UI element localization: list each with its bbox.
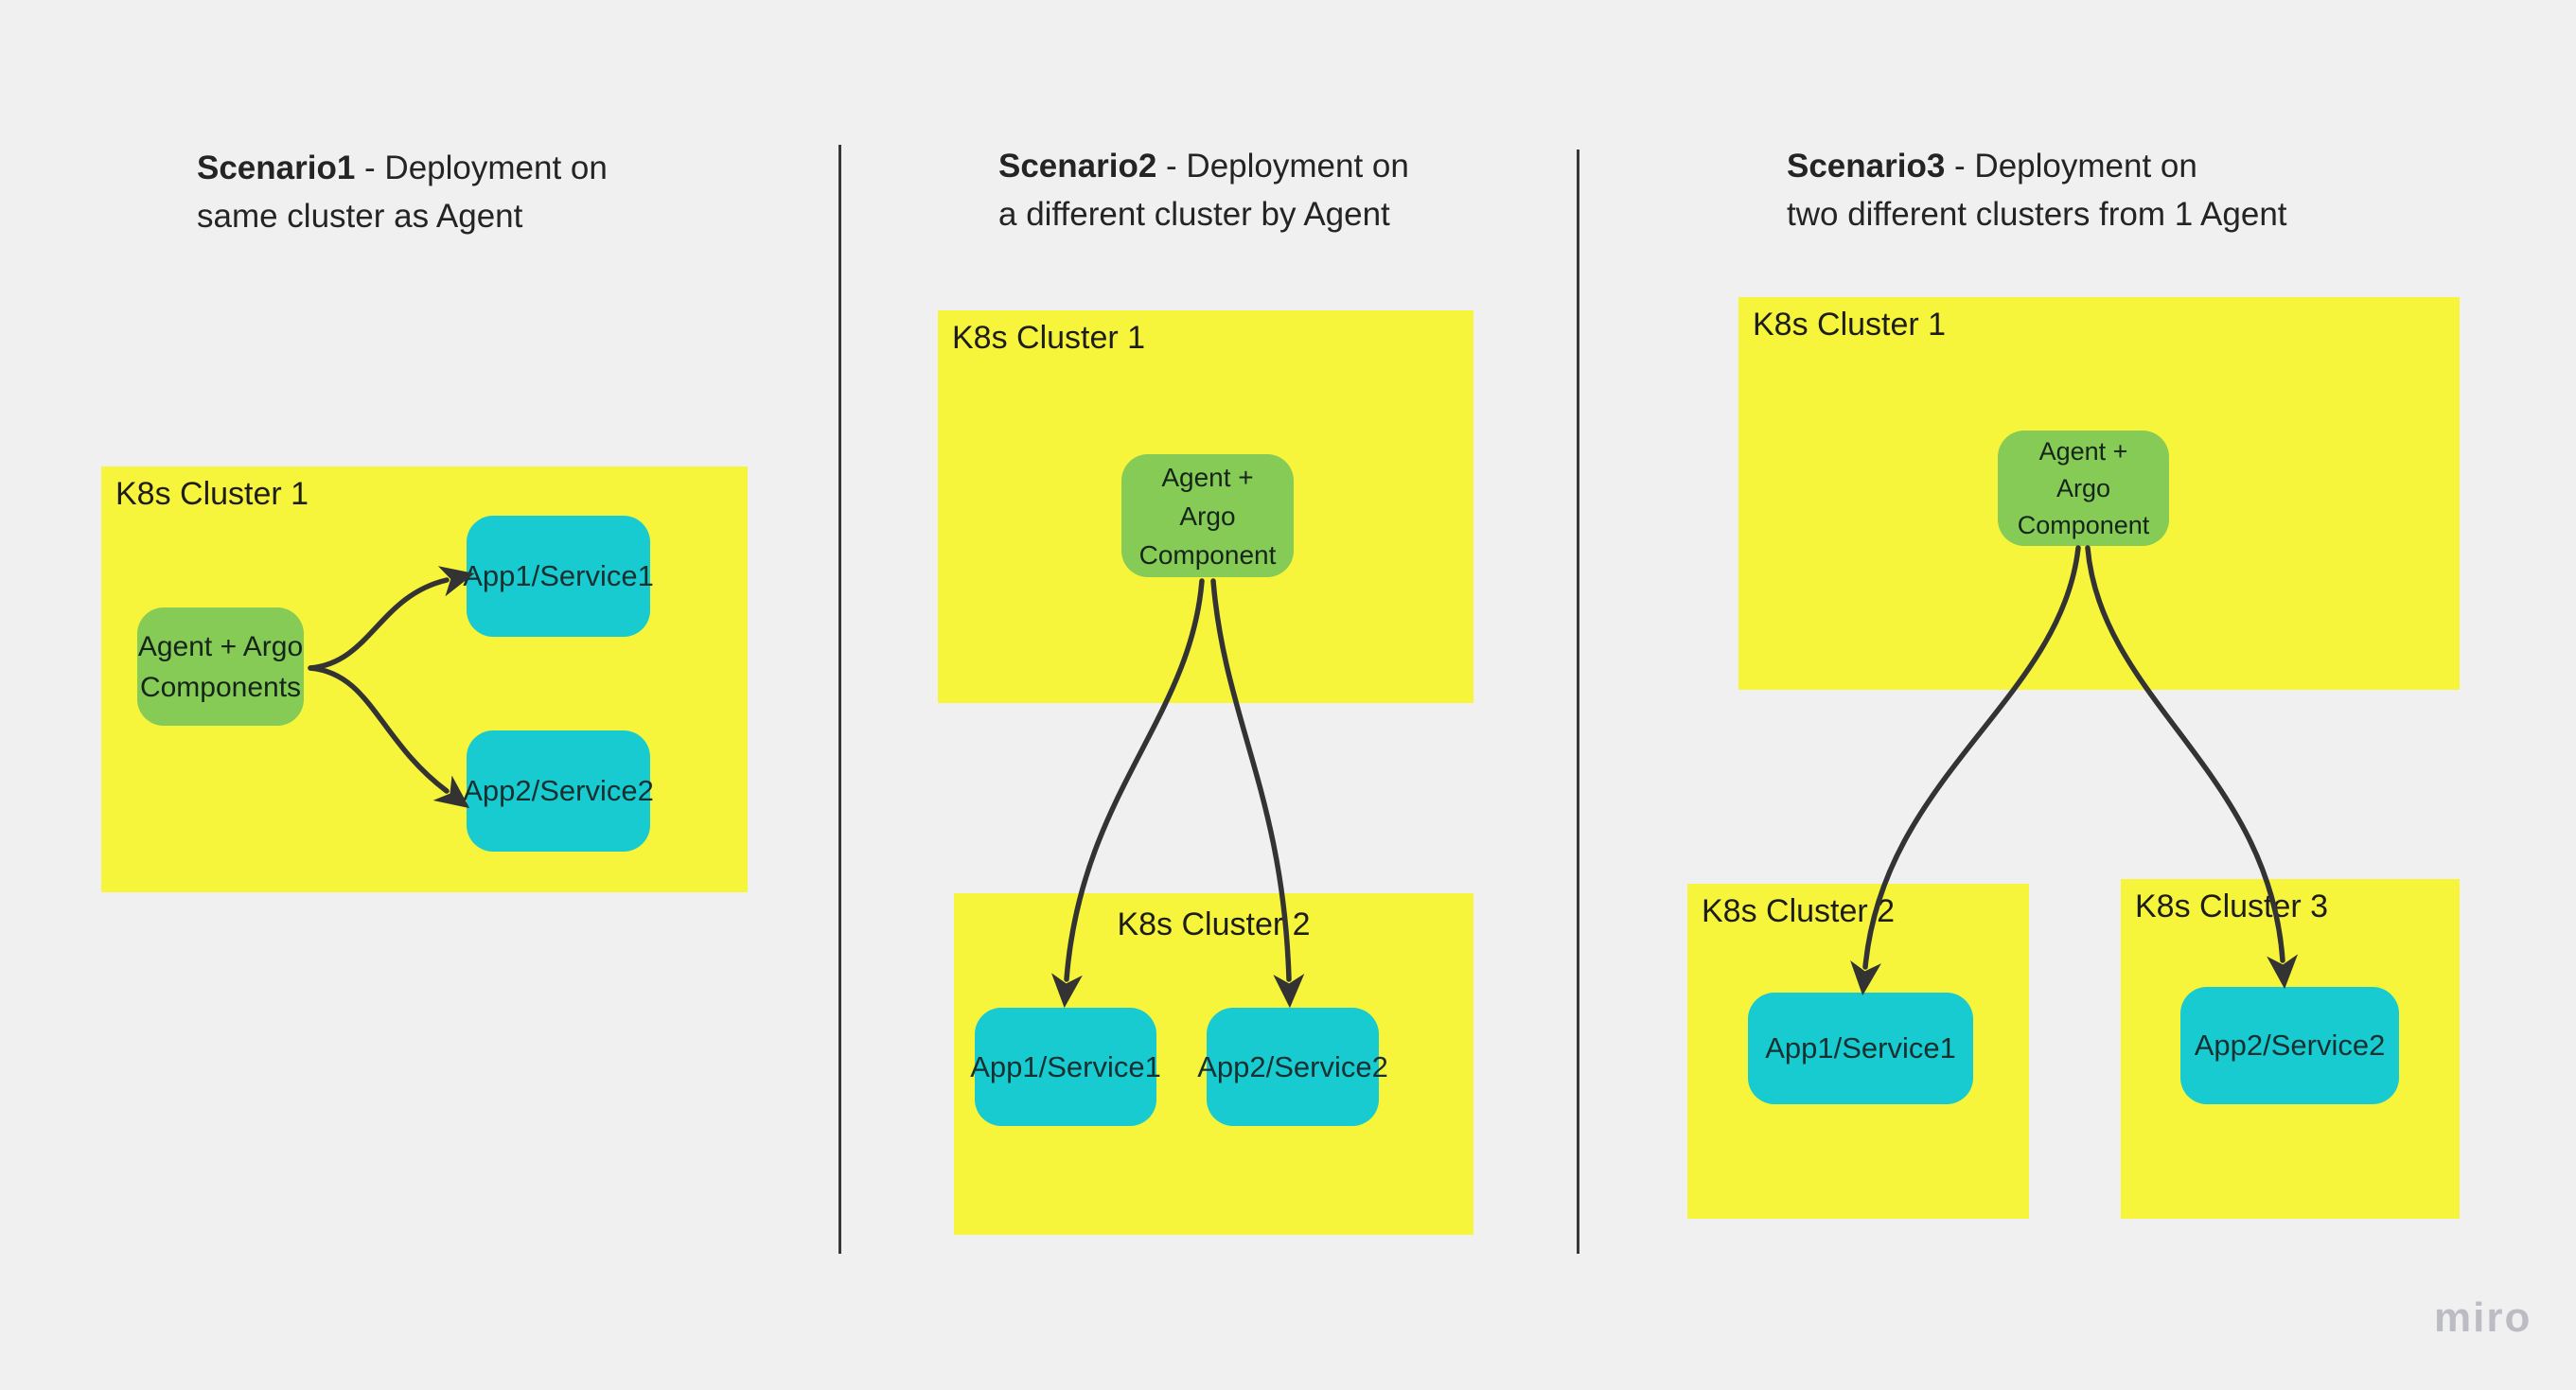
s2-cluster2-label: K8s Cluster 2 — [1117, 906, 1311, 942]
miro-watermark: miro — [2434, 1294, 2532, 1341]
s1-arrow-to-app1[interactable] — [308, 566, 475, 671]
s3-app1-label: App1/Service1 — [1765, 1031, 1956, 1064]
s1-arrow-to-app2[interactable] — [308, 665, 470, 809]
s2-app1-label: App1/Service1 — [970, 1049, 1161, 1083]
s3-app2-box[interactable]: App2/Service2 — [2180, 987, 2399, 1104]
s2-cluster1-label: K8s Cluster 1 — [952, 320, 1146, 356]
scenario1-title-line2: same cluster as Agent — [197, 198, 523, 235]
s3-app2-label: App2/Service2 — [2194, 1029, 2386, 1062]
scenario3-title-bold: Scenario3 — [1787, 148, 1946, 185]
scenario2-title-bold: Scenario2 — [998, 148, 1157, 185]
scenario1-title-line1: Scenario1 - Deployment on — [197, 144, 608, 192]
s2-agent-label-line2: Argo — [1179, 501, 1236, 531]
column-divider-1[interactable] — [838, 145, 841, 1254]
s3-agent-box[interactable]: Agent + Argo Component — [1998, 431, 2169, 546]
s1-app2-box[interactable]: App2/Service2 — [463, 730, 654, 852]
s2-arrow-to-app2[interactable] — [1210, 578, 1305, 1009]
s2-app2-box[interactable]: App2/Service2 — [1197, 1008, 1388, 1126]
scenario3-title-line2: two different clusters from 1 Agent — [1787, 196, 2287, 233]
s1-app2-label: App2/Service2 — [463, 774, 654, 807]
scenario2-title-line2: a different cluster by Agent — [998, 196, 1390, 233]
s3-agent-label-line2: Argo — [2056, 473, 2111, 502]
s1-app1-label: App1/Service1 — [463, 559, 654, 592]
s2-arrow-to-app1[interactable] — [1050, 578, 1205, 1009]
s2-agent-box[interactable]: Agent + Argo Component — [1121, 454, 1294, 577]
s1-agent-label-line1: Agent + Argo — [137, 630, 304, 662]
s2-agent-label-line1: Agent + — [1161, 462, 1254, 492]
scenario1-title[interactable]: Scenario1 - Deployment on same cluster a… — [197, 144, 608, 240]
s1-cluster1-label: K8s Cluster 1 — [115, 476, 309, 512]
s3-arrow-to-cluster3-app2[interactable] — [2085, 545, 2299, 990]
s3-cluster2-label: K8s Cluster 2 — [1702, 893, 1896, 929]
s2-app2-label: App2/Service2 — [1197, 1049, 1388, 1083]
s1-app1-box[interactable]: App1/Service1 — [463, 516, 654, 637]
s3-agent-label-line3: Component — [2017, 510, 2150, 539]
s3-app1-box[interactable]: App1/Service1 — [1748, 993, 1973, 1104]
s1-agent-label-line2: Components — [139, 671, 302, 703]
column-divider-2[interactable] — [1577, 150, 1579, 1254]
scenario3-title-rest: - Deployment on — [1945, 148, 2197, 185]
s2-agent-label-line3: Component — [1138, 539, 1277, 570]
s3-cluster1-label: K8s Cluster 1 — [1753, 307, 1947, 343]
scenario2-title-line1: Scenario2 - Deployment on — [998, 142, 1409, 190]
s2-app1-box[interactable]: App1/Service1 — [970, 1008, 1161, 1126]
scenario3-title[interactable]: Scenario3 - Deployment on two different … — [1787, 142, 2287, 238]
scenario2-title[interactable]: Scenario2 - Deployment on a different cl… — [998, 142, 1409, 238]
s2-cluster1-box[interactable]: K8s Cluster 1 — [938, 310, 1473, 703]
s3-agent-label-line1: Agent + — [2038, 436, 2128, 466]
scenario3-title-line1: Scenario3 - Deployment on — [1787, 142, 2287, 190]
scenario1-title-rest: - Deployment on — [355, 150, 608, 186]
s1-agent-box[interactable]: Agent + Argo Components — [137, 607, 304, 726]
scenario1-title-bold: Scenario1 — [197, 150, 356, 186]
s3-arrow-to-cluster2-app1[interactable] — [1850, 545, 2081, 996]
scenario2-title-rest: - Deployment on — [1156, 148, 1409, 185]
s3-cluster3-label: K8s Cluster 3 — [2135, 889, 2329, 924]
